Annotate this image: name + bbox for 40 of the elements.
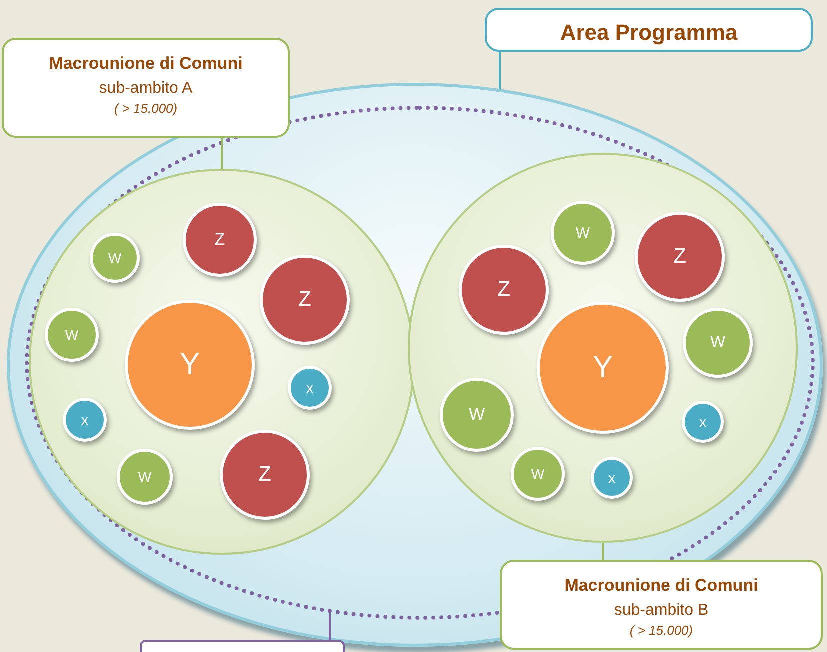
callout-title: Area Programma bbox=[559, 20, 739, 46]
circle-letter: W bbox=[108, 250, 122, 266]
callout-box bbox=[2, 38, 290, 138]
circle-letter: W bbox=[710, 334, 726, 352]
circle-node bbox=[90, 233, 140, 283]
circle-letter: x bbox=[306, 380, 314, 396]
circle-node bbox=[591, 457, 633, 499]
circle-letter: W bbox=[468, 405, 486, 425]
circle-letter: Z bbox=[298, 288, 312, 312]
circle-letter: Z bbox=[674, 245, 686, 269]
circle-node bbox=[63, 398, 107, 442]
callout-title: Macrounione di Comuni bbox=[48, 54, 244, 74]
circle-letter: W bbox=[65, 327, 79, 343]
circle-letter: W bbox=[576, 224, 590, 242]
circle-letter: Y bbox=[180, 348, 200, 382]
circle-letter: x bbox=[82, 412, 88, 428]
callout-note: ( > 15.000) bbox=[628, 623, 694, 638]
callout-box bbox=[485, 8, 813, 52]
callout-note: ( > 15.000) bbox=[113, 101, 179, 116]
circle-node bbox=[551, 201, 615, 265]
circle-node bbox=[117, 449, 173, 505]
circle-node bbox=[537, 302, 669, 434]
circle-letter: x bbox=[700, 414, 706, 430]
circle-node bbox=[682, 401, 724, 443]
circle-letter: W bbox=[531, 466, 545, 482]
circle-letter: Y bbox=[592, 351, 613, 385]
circle-node bbox=[440, 378, 514, 452]
circle-letter: Z bbox=[258, 463, 272, 487]
circle-letter: Z bbox=[214, 230, 226, 250]
circle-letter: Z bbox=[498, 278, 510, 302]
circle-letter: W bbox=[138, 469, 152, 485]
circle-node bbox=[260, 255, 350, 345]
circle-node bbox=[288, 366, 332, 410]
circle-node bbox=[683, 308, 753, 378]
callout-subtitle: sub-ambito A bbox=[98, 80, 194, 98]
circle-node bbox=[511, 447, 565, 501]
callout-title: Macrounione di Comuni bbox=[564, 576, 760, 596]
callout-subtitle: sub-ambito B bbox=[613, 602, 710, 620]
circle-node bbox=[45, 308, 99, 362]
circle-letter: x bbox=[608, 470, 616, 486]
